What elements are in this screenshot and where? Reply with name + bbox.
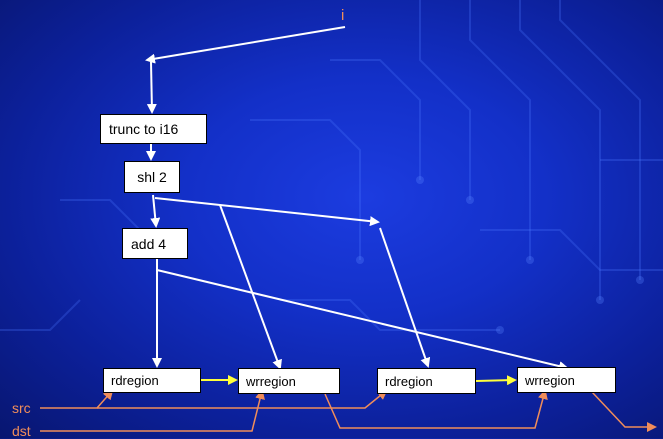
node-add: add 4 — [122, 228, 188, 259]
node-rdregion-1-label: rdregion — [111, 373, 159, 388]
node-add-label: add 4 — [131, 235, 167, 252]
edge-wrregion-1-to-wrregion-2 — [324, 389, 548, 429]
edge-dst-to-wrregion-1 — [40, 389, 265, 432]
edge-input-to-trunc — [145, 26, 346, 64]
edge-wrregion-2-out — [591, 391, 657, 432]
edge-shl-to-add — [150, 194, 161, 228]
input-label: i — [341, 7, 345, 24]
edge-src-to-rdregion-2 — [97, 389, 388, 409]
dst-label: dst — [12, 423, 31, 439]
node-rdregion-1: rdregion — [103, 368, 201, 393]
node-shl-label: shl 2 — [137, 169, 167, 185]
src-label: src — [12, 400, 31, 416]
edge-add-to-wrregion-2 — [156, 269, 569, 372]
node-wrregion-1: wrregion — [238, 368, 340, 394]
node-wrregion-2: wrregion — [517, 367, 616, 393]
node-rdregion-2-label: rdregion — [385, 373, 433, 389]
edge-bend-to-trunc — [146, 61, 157, 114]
node-wrregion-1-label: wrregion — [246, 373, 296, 389]
node-wrregion-2-label: wrregion — [525, 372, 575, 388]
edge-rdregion-2-to-wrregion-2 — [475, 375, 517, 386]
edge-shl-to-wrregion-1 — [219, 204, 282, 370]
node-trunc: trunc to i16 — [100, 114, 207, 144]
node-rdregion-2: rdregion — [377, 368, 476, 394]
node-trunc-label: trunc to i16 — [109, 121, 179, 137]
node-shl: shl 2 — [124, 161, 180, 193]
edge-src-to-rdregion-1 — [40, 389, 114, 409]
edge-bend-to-rdregion-2 — [379, 227, 431, 368]
edge-shl-to-bend — [154, 197, 380, 227]
